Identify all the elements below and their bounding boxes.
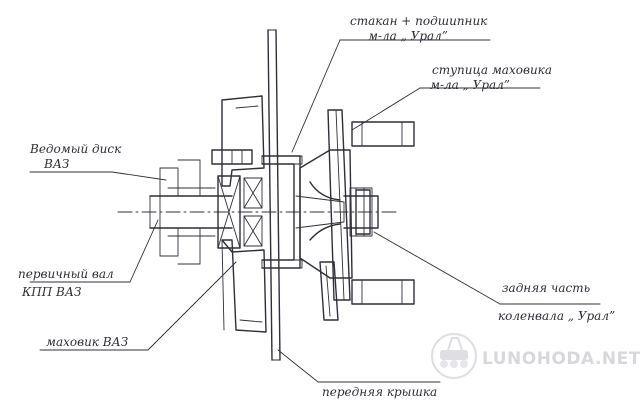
lower-bolt: [351, 279, 415, 305]
label-front-cover-text: передняя крышка: [322, 385, 437, 399]
label-primary-shaft-line1: первичный вал: [18, 267, 114, 281]
driven-disc: [159, 159, 201, 265]
label-driven-disc-line2: ВАЗ: [43, 157, 69, 171]
label-rear-crank-line1: задняя часть: [502, 281, 590, 295]
label-flywheel-hub-line2: м-ла „ Урал”: [430, 78, 510, 92]
label-front-cover: передняя крышка: [322, 385, 437, 399]
bearing-cup: [211, 149, 303, 269]
flywheel-vaz: [221, 95, 267, 333]
upper-bolt: [351, 121, 415, 147]
flange-plate: [319, 261, 339, 321]
crankshaft-rear: [343, 187, 379, 237]
label-flywheel-hub-line1: ступица маховика: [432, 63, 552, 77]
lunokhod-logo-icon: [431, 333, 477, 379]
watermark: LUNOHODA.NET: [431, 333, 640, 379]
label-rear-crank-line2: коленвала „ Урал”: [498, 309, 615, 323]
label-rear-crank: задняя часть коленвала „ Урал”: [498, 281, 615, 323]
label-flywheel-vaz: маховик ВАЗ: [46, 335, 128, 349]
label-flywheel-vaz-text: маховик ВАЗ: [46, 335, 128, 349]
label-driven-disc-line1: Ведомый диск: [29, 142, 122, 156]
watermark-text: LUNOHODA.NET: [482, 349, 640, 369]
front-cover-plate: [267, 29, 281, 361]
label-cup-bearing-line2: м-ла „ Урал”: [368, 29, 448, 43]
label-cup-bearing: стакан + подшипник м-ла „ Урал”: [350, 14, 488, 43]
label-flywheel-hub: ступица маховика м-ла „ Урал”: [430, 63, 552, 92]
label-cup-bearing-line1: стакан + подшипник: [350, 14, 488, 28]
label-driven-disc: Ведомый диск ВАЗ: [29, 142, 122, 171]
leader-lines: [29, 39, 601, 383]
flywheel-hub: [295, 109, 353, 301]
label-primary-shaft-line2: КПП ВАЗ: [21, 285, 81, 299]
label-primary-shaft: первичный вал КПП ВАЗ: [18, 267, 114, 299]
